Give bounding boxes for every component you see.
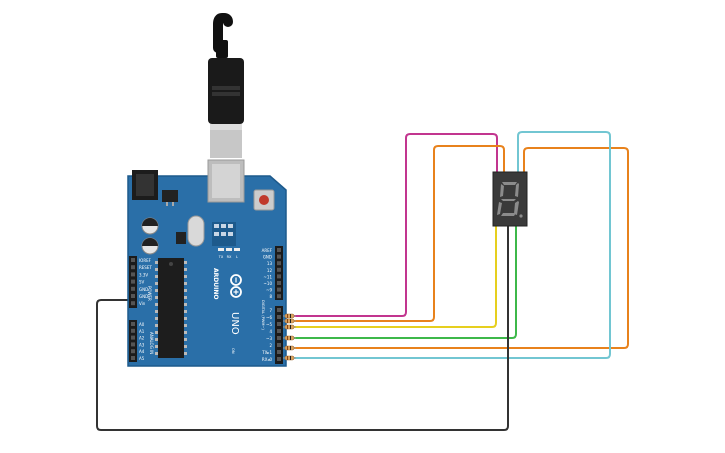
- brand-label: ARDUINO: [212, 268, 219, 299]
- wire-orange-2[interactable]: [288, 147, 629, 349]
- resistor-array: [283, 313, 296, 361]
- power-pin-label: 3.3V: [139, 272, 148, 277]
- digital-pin-label: ~11: [264, 274, 273, 279]
- usb-cable-icon: [208, 13, 244, 158]
- analog-pin-label: A2: [139, 336, 145, 341]
- analog-header: ANALOG IN: [129, 320, 154, 362]
- digital-pin-label: 8: [269, 294, 272, 299]
- analog-pin-label: A1: [139, 329, 145, 334]
- analog-pin-label: A4: [139, 349, 145, 354]
- resistor[interactable]: [284, 355, 295, 361]
- digital-header-label: DIGITAL (PWM~): [261, 300, 265, 330]
- led-label: TX: [218, 255, 224, 259]
- power-pin-label: Vin: [139, 301, 146, 306]
- resistor[interactable]: [284, 318, 295, 324]
- power-pin-label: RESET: [139, 265, 152, 270]
- resistor[interactable]: [284, 335, 295, 341]
- arduino-logo-icon: [230, 274, 242, 298]
- led-label: L: [236, 255, 238, 259]
- power-pin-label: IOREF: [139, 258, 152, 263]
- power-pin-label: GND: [139, 287, 148, 292]
- digital-pin-label: AREF: [262, 248, 273, 253]
- power-header-label: POWER: [147, 286, 152, 301]
- arduino-board[interactable]: TX RX L ARDUINO UNO DIGITAL (PWM~) ON PO…: [127, 159, 287, 367]
- seven-segment-display[interactable]: [492, 171, 528, 227]
- on-label: ON: [231, 348, 235, 354]
- digital-pin-label: 4: [269, 329, 272, 334]
- digital-pin-label: 12: [267, 268, 273, 273]
- digital-pin-label: ~9: [266, 288, 272, 293]
- digital-header-top: [275, 246, 283, 300]
- analog-pin-label: A5: [139, 356, 145, 361]
- analog-pin-label: A3: [139, 342, 145, 347]
- model-label: UNO: [229, 312, 240, 335]
- wire-orange-1[interactable]: [288, 145, 505, 322]
- wire-green[interactable]: [288, 225, 517, 339]
- wire-yellow[interactable]: [288, 225, 497, 328]
- resistor[interactable]: [284, 313, 295, 319]
- analog-header-label: ANALOG IN: [149, 332, 154, 354]
- wire-black-display[interactable]: [96, 225, 509, 431]
- digital-pin-label: 2: [269, 343, 272, 348]
- analog-pin-label: A0: [139, 322, 145, 327]
- power-pin-label: 5V: [139, 280, 145, 285]
- digital-pin-label: GND: [263, 255, 272, 260]
- digital-pin-label: 13: [267, 261, 273, 266]
- wires: [96, 131, 629, 431]
- wire-magenta[interactable]: [288, 133, 498, 317]
- resistor[interactable]: [284, 324, 295, 330]
- reset-button-icon[interactable]: [253, 189, 275, 211]
- power-pin-label: GND: [139, 294, 148, 299]
- digital-pin-label: TX▸1: [261, 350, 272, 355]
- digital-pin-label: ~3: [266, 336, 272, 341]
- digital-header-bottom: [275, 306, 283, 364]
- microcontroller-chip: [155, 258, 187, 358]
- digital-pin-label: ~5: [266, 322, 272, 327]
- wire-cyan[interactable]: [288, 131, 611, 359]
- led-label: RX: [227, 255, 232, 259]
- digital-pin-label: ~6: [266, 315, 272, 320]
- digital-pin-label: ~10: [264, 281, 273, 286]
- digital-pin-label: 7: [269, 308, 272, 313]
- resistor[interactable]: [284, 345, 295, 351]
- segments: [497, 182, 523, 218]
- digital-pin-label: RX◂0: [262, 357, 273, 362]
